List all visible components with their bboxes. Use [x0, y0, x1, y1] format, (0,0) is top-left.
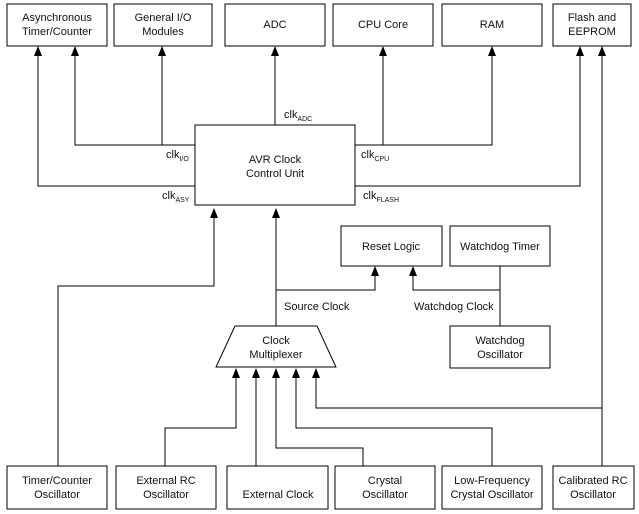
arrow-general-io — [158, 46, 166, 56]
arrow-adc — [271, 46, 279, 56]
wire-clk-cpu — [355, 52, 493, 146]
wire-cal-rc — [315, 52, 603, 466]
block-lowfreq-osc-line-2: Crystal Oscillator — [450, 489, 533, 501]
arrow-reset-1 — [371, 266, 379, 276]
arrow-mux-3 — [272, 368, 280, 378]
block-cpu-core: CPU Core — [332, 3, 434, 47]
block-clock-mux-line-1: Clock — [262, 335, 290, 347]
label-clk-flash: clkFLASH — [363, 190, 399, 204]
block-crystal-osc-line-1: Crystal — [368, 475, 402, 487]
block-lowfreq-osc-line-1: Low-Frequency — [454, 475, 530, 487]
wire-crystal — [275, 375, 364, 466]
signal-labels: clkADC clkI/O clkCPU clkASY clkFLASH Sou… — [162, 109, 494, 313]
block-clock-control-unit: AVR Clock Control Unit — [194, 124, 356, 206]
block-general-io: General I/O Modules — [113, 3, 213, 47]
arrow-mux-4 — [292, 368, 300, 378]
arrow-cpu — [379, 46, 387, 56]
block-ram-label: RAM — [480, 19, 504, 31]
block-flash-eeprom-line-1: Flash and — [568, 12, 616, 24]
block-external-rc-oscillator: External RC Oscillator — [115, 465, 217, 510]
wire-ext-rc — [164, 375, 237, 466]
block-timer-osc-line-2: Oscillator — [34, 489, 80, 501]
block-cal-rc-line-1: Calibrated RC — [558, 475, 627, 487]
label-clk-cpu: clkCPU — [361, 149, 389, 163]
label-clk-io: clkI/O — [166, 149, 189, 163]
arrow-control-source — [272, 208, 280, 218]
arrow-ram — [488, 46, 496, 56]
arrow-reset-2 — [409, 266, 417, 276]
block-external-clock: External Clock — [226, 465, 329, 510]
arrow-async-1 — [34, 46, 42, 56]
block-async-timer-line-2: Timer/Counter — [22, 26, 92, 38]
wire-lowfreq — [295, 375, 493, 466]
wire-source-to-reset — [276, 273, 376, 291]
arrow-control-async — [210, 208, 218, 218]
wire-timer-osc — [57, 216, 215, 466]
block-clock-mux-line-2: Multiplexer — [249, 349, 303, 361]
wire-watchdog-clock — [412, 266, 501, 326]
block-clock-multiplexer: Clock Multiplexer — [215, 325, 337, 368]
block-ram: RAM — [441, 3, 543, 47]
block-reset-logic: Reset Logic — [340, 225, 443, 267]
block-general-io-line-2: Modules — [142, 26, 184, 38]
block-ext-clock-label: External Clock — [243, 489, 314, 501]
arrow-mux-2 — [252, 368, 260, 378]
block-ext-rc-line-2: Oscillator — [143, 489, 189, 501]
block-reset-logic-label: Reset Logic — [362, 241, 421, 253]
block-async-timer: Asynchronous Timer/Counter — [6, 3, 108, 47]
label-source-clock: Source Clock — [284, 301, 350, 313]
wire-clk-io — [74, 52, 195, 146]
block-cal-rc-line-2: Oscillator — [570, 489, 616, 501]
block-adc: ADC — [224, 3, 326, 47]
block-adc-label: ADC — [263, 19, 286, 31]
wire-clk-flash — [355, 52, 581, 187]
arrowheads — [34, 46, 606, 378]
block-watchdog-osc-line-1: Watchdog — [475, 335, 524, 347]
block-timer-osc-line-1: Timer/Counter — [22, 475, 92, 487]
block-ext-rc-line-1: External RC — [136, 475, 195, 487]
arrow-async-2 — [71, 46, 79, 56]
block-flash-eeprom-line-2: EEPROM — [568, 26, 616, 38]
arrow-mux-5 — [312, 368, 320, 378]
block-clock-control-line-2: Control Unit — [246, 168, 304, 180]
arrow-mux-1 — [232, 368, 240, 378]
wire-clk-asy — [37, 52, 195, 187]
block-async-timer-line-1: Asynchronous — [22, 12, 92, 24]
block-timer-counter-oscillator: Timer/Counter Oscillator — [6, 465, 108, 510]
block-crystal-osc-line-2: Oscillator — [362, 489, 408, 501]
connection-wires — [37, 52, 603, 466]
block-calibrated-rc-oscillator: Calibrated RC Oscillator — [552, 465, 635, 510]
arrow-flash-cal — [598, 46, 606, 56]
block-watchdog-osc-line-2: Oscillator — [477, 349, 523, 361]
arrow-flash — [576, 46, 584, 56]
block-watchdog-oscillator: Watchdog Oscillator — [449, 325, 551, 369]
block-watchdog-timer-label: Watchdog Timer — [460, 241, 540, 253]
label-clk-asy: clkASY — [162, 190, 190, 204]
block-low-frequency-crystal-oscillator: Low-Frequency Crystal Oscillator — [441, 465, 543, 510]
label-clk-adc: clkADC — [284, 109, 312, 123]
label-watchdog-clock: Watchdog Clock — [414, 301, 494, 313]
block-crystal-oscillator: Crystal Oscillator — [334, 465, 436, 510]
block-flash-eeprom: Flash and EEPROM — [552, 3, 632, 47]
block-clock-control-line-1: AVR Clock — [249, 154, 302, 166]
block-watchdog-timer: Watchdog Timer — [449, 225, 551, 267]
block-general-io-line-1: General I/O — [135, 12, 192, 24]
block-cpu-core-label: CPU Core — [358, 19, 408, 31]
